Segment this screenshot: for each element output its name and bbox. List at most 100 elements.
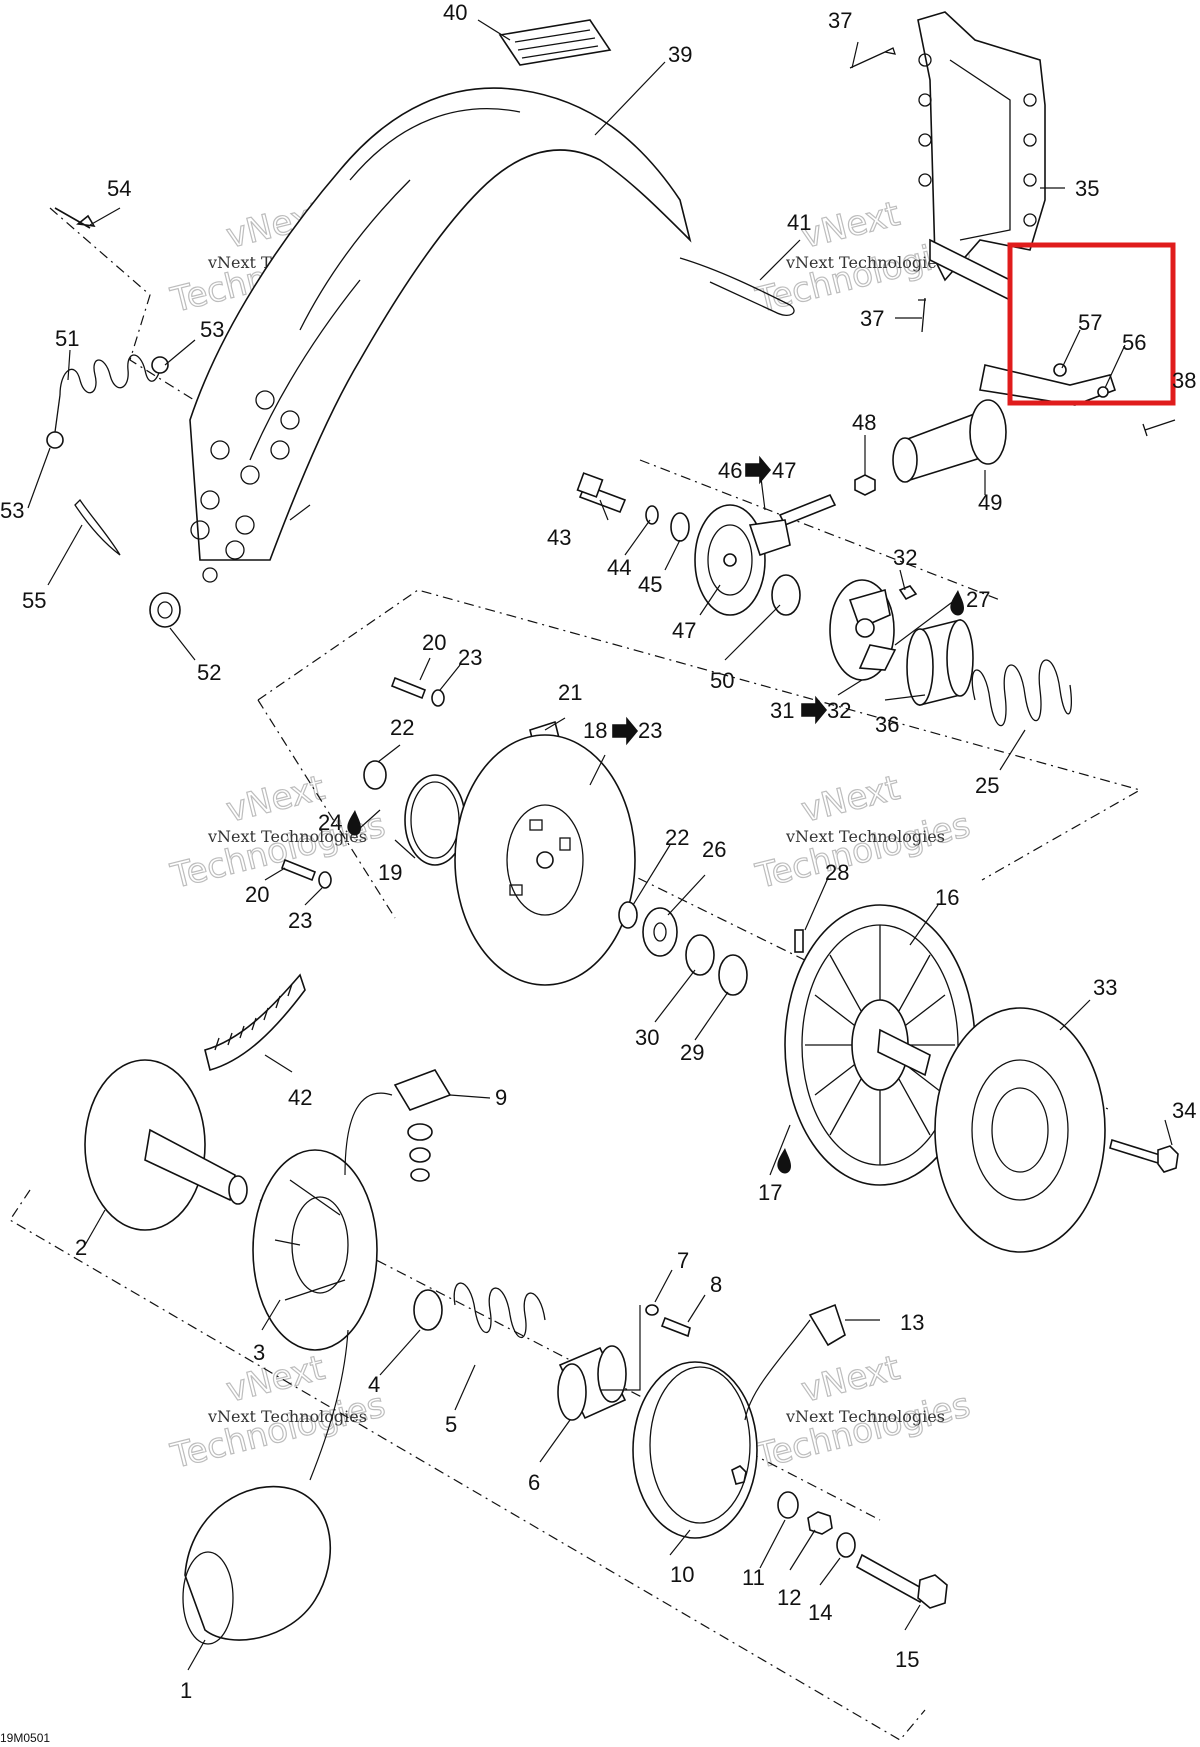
nut-48 <box>854 474 876 496</box>
washer-7 <box>645 1304 659 1316</box>
bushing-36 <box>906 618 974 707</box>
callout-20b: 20 <box>245 882 269 907</box>
callout-2: 2 <box>75 1235 87 1260</box>
svg-text:vNext Technologies: vNext Technologies <box>207 827 367 846</box>
callout-35: 35 <box>1075 176 1099 201</box>
callout-15: 15 <box>895 1647 919 1672</box>
grommet-52 <box>149 592 181 628</box>
callout-24: 24 <box>318 810 342 835</box>
assembly-outline-upper <box>257 589 1142 881</box>
rivet-38 <box>1142 419 1176 437</box>
cap-1 <box>182 1485 332 1645</box>
rivet-54 <box>54 207 96 229</box>
watermark-mid-right: vNext Technologies vNext Technologies <box>751 767 975 897</box>
clip-41 <box>679 257 795 316</box>
callout-13: 13 <box>900 1310 924 1335</box>
callout-43: 43 <box>547 525 571 550</box>
bolt-20a <box>390 676 427 700</box>
callout-21: 21 <box>558 680 582 705</box>
svg-text:Technologies: Technologies <box>752 805 975 897</box>
spider-6 <box>557 1345 627 1421</box>
callout-1: 1 <box>180 1678 192 1703</box>
callout-6: 6 <box>528 1470 540 1495</box>
spring-5 <box>453 1282 546 1338</box>
callout-labels: 40 39 37 35 54 41 37 57 56 38 51 53 48 4… <box>0 0 1196 1703</box>
washer-11 <box>777 1491 799 1519</box>
assembly-outline-upper-left <box>257 699 396 919</box>
callout-22b: 22 <box>665 825 689 850</box>
callout-17: 17 <box>758 1180 782 1205</box>
bearing-assembly-46 <box>694 493 837 616</box>
leader-7-8-bracket <box>600 1305 641 1391</box>
callout-41: 41 <box>787 210 811 235</box>
leader-lines <box>27 19 1173 1671</box>
lubricant-drop-icon-17 <box>777 1148 791 1174</box>
fixed-sheave-18 <box>454 734 636 986</box>
callout-44: 44 <box>607 555 631 580</box>
shaft-49 <box>892 399 1007 483</box>
bolt-34-head <box>1157 1145 1179 1173</box>
cable-51-tail <box>54 394 61 433</box>
svg-text:vNext: vNext <box>798 1348 904 1411</box>
callout-19: 19 <box>378 860 402 885</box>
callout-14: 14 <box>808 1600 832 1625</box>
washer-29 <box>718 954 748 996</box>
callout-55: 55 <box>22 588 46 613</box>
washer-23b <box>318 871 332 889</box>
callout-56: 56 <box>1122 330 1146 355</box>
callout-22a: 22 <box>390 715 414 740</box>
callout-50: 50 <box>710 668 734 693</box>
slider-32 <box>898 585 918 601</box>
callout-38: 38 <box>1172 368 1196 393</box>
wire-path <box>49 207 211 411</box>
bolt-43-head <box>576 472 604 498</box>
watermark-bottom-left: vNext Technologies vNext Technologies <box>166 1347 390 1477</box>
decal-40-lines <box>514 29 599 59</box>
callout-16: 16 <box>935 885 959 910</box>
callout-47: 47 <box>672 618 696 643</box>
rivet-37b <box>918 297 926 333</box>
callout-52: 52 <box>197 660 221 685</box>
rivet-37a <box>849 47 896 69</box>
callout-46-47: 47 <box>772 458 796 483</box>
watermark-bottom-right: vNext Technologies vNext Technologies <box>751 1347 975 1477</box>
nut-56 <box>1097 386 1109 398</box>
washer-45 <box>670 512 690 542</box>
callout-18-23: 23 <box>638 718 662 743</box>
bracket-56 <box>979 364 1117 406</box>
callout-34: 34 <box>1172 1098 1196 1123</box>
cover-33 <box>934 1007 1106 1253</box>
cam-assembly-31 <box>829 579 897 681</box>
callout-3: 3 <box>253 1340 265 1365</box>
callout-32: 32 <box>893 545 917 570</box>
roller-block-9 <box>393 1069 452 1111</box>
plug-13 <box>808 1303 846 1347</box>
callout-40: 40 <box>443 0 467 25</box>
axis-line-upper <box>639 459 1001 601</box>
screw-8 <box>660 1316 691 1338</box>
lubricant-drop-icon-24 <box>347 810 361 836</box>
callout-39: 39 <box>668 42 692 67</box>
belt-42-teeth <box>214 983 293 1051</box>
roller-9c <box>410 1168 430 1182</box>
washer-26 <box>642 907 678 957</box>
roller-9a <box>407 1123 433 1141</box>
callout-12: 12 <box>777 1585 801 1610</box>
eyelet-53b <box>46 431 64 449</box>
movable-sheave-3 <box>252 1149 378 1351</box>
callout-4: 4 <box>368 1372 380 1397</box>
drive-sheave-2 <box>84 1059 248 1231</box>
callout-8: 8 <box>710 1272 722 1297</box>
callout-7: 7 <box>677 1248 689 1273</box>
callout-31: 31 <box>770 698 794 723</box>
oring-22a <box>363 760 387 790</box>
callout-46: 46 <box>718 458 742 483</box>
svg-text:vNext Technologies: vNext Technologies <box>785 253 945 272</box>
washer-14 <box>836 1532 856 1558</box>
callout-20a: 20 <box>422 630 446 655</box>
arrow-icon-18-23 <box>612 716 639 746</box>
callout-45: 45 <box>638 572 662 597</box>
callout-57: 57 <box>1078 310 1102 335</box>
seat-4 <box>413 1289 443 1331</box>
